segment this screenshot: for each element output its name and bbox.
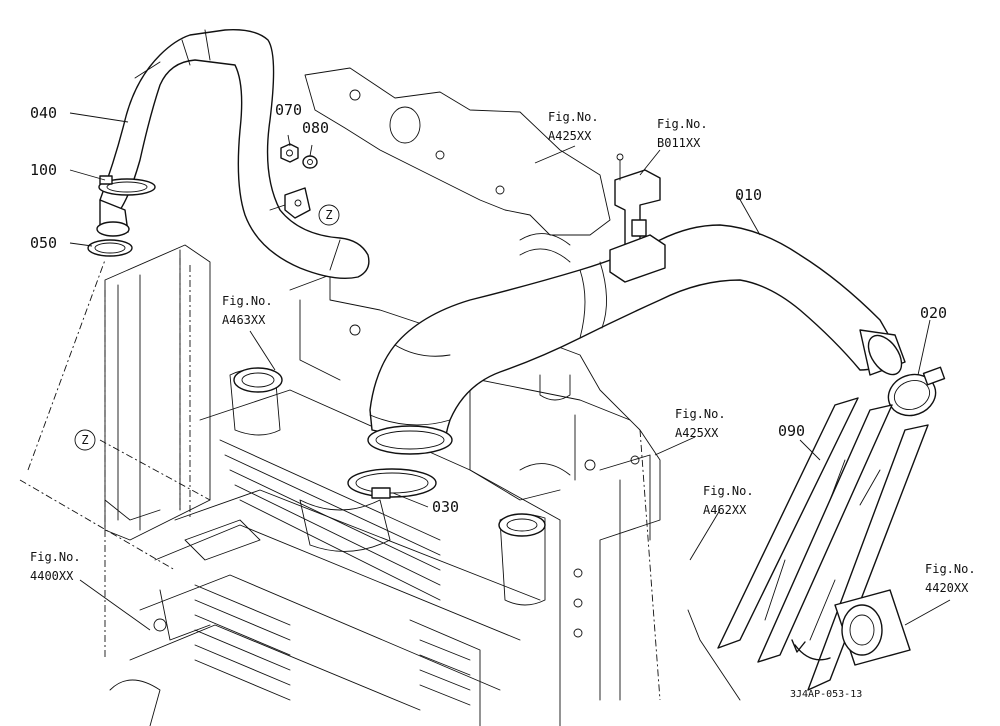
washer-080	[302, 155, 318, 169]
figref-a462: Fig.No. A462XX	[703, 484, 754, 517]
callout-010: 010	[735, 186, 762, 204]
callout-050: 050	[30, 234, 57, 252]
figref-4420-code: 4420XX	[925, 581, 969, 595]
radiator-core	[109, 367, 561, 726]
hose-010	[367, 224, 906, 455]
figref-b011-label: Fig.No.	[657, 117, 708, 131]
figref-4420: Fig.No. 4420XX	[925, 562, 976, 595]
figref-4400-label: Fig.No.	[30, 550, 81, 564]
left-side-panel	[19, 244, 211, 660]
clamp-030	[347, 468, 437, 499]
clamp-050	[87, 239, 133, 257]
figref-b011-code: B011XX	[657, 136, 701, 150]
sensor-bracket	[609, 153, 666, 283]
clamp-100	[98, 175, 156, 196]
marker-z-left-text: Z	[81, 433, 88, 447]
callout-070: 070	[275, 101, 302, 119]
air-cleaner	[791, 589, 911, 666]
callout-040: 040	[30, 104, 57, 122]
figref-a463-label: Fig.No.	[222, 294, 273, 308]
callout-090: 090	[778, 422, 805, 440]
marker-z-top-text: Z	[325, 208, 332, 222]
figref-a425-mid-code: A425XX	[675, 426, 719, 440]
figref-4420-label: Fig.No.	[925, 562, 976, 576]
upper-bracket-plate	[304, 67, 611, 263]
mount-bracket-z	[284, 187, 311, 219]
callout-080: 080	[302, 119, 329, 137]
leader-lines	[69, 112, 951, 631]
hose-040	[96, 29, 370, 280]
marker-z-top: Z	[318, 204, 340, 226]
figref-a462-code: A462XX	[703, 503, 747, 517]
callout-100: 100	[30, 161, 57, 179]
figref-4400-code: 4400XX	[30, 569, 74, 583]
callout-020: 020	[920, 304, 947, 322]
marker-z-left: Z	[74, 429, 96, 451]
seal-090	[687, 397, 929, 701]
figref-a463: Fig.No. A463XX	[222, 294, 273, 327]
figref-a425-top-code: A425XX	[548, 129, 592, 143]
nut-070	[280, 143, 299, 163]
figref-a462-label: Fig.No.	[703, 484, 754, 498]
drawing-code: 3J4AP-053-13	[790, 689, 862, 700]
figref-4400: Fig.No. 4400XX	[30, 550, 81, 583]
figref-a425-top-label: Fig.No.	[548, 110, 599, 124]
figref-a425-mid-label: Fig.No.	[675, 407, 726, 421]
figref-b011: Fig.No. B011XX	[657, 117, 708, 150]
clamp-020	[887, 366, 946, 417]
callout-030: 030	[432, 498, 459, 516]
figref-a463-code: A463XX	[222, 313, 266, 327]
figref-a425-mid: Fig.No. A425XX	[675, 407, 726, 440]
figref-a425-top: Fig.No. A425XX	[548, 110, 599, 143]
